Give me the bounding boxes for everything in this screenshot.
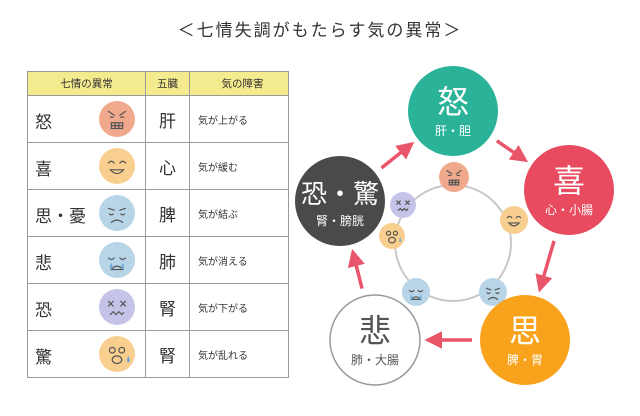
angry-face-icon	[439, 162, 469, 192]
scared-face-icon	[390, 192, 416, 218]
table-header-row: 七情の異常 五臓 気の障害	[27, 71, 289, 96]
emotion-cell: 思・憂	[27, 189, 146, 237]
emotion-table: 七情の異常 五臓 気の障害 怒肝気が上がる喜心気が緩む思・憂脾気が結ぶ悲肺気が消…	[27, 71, 289, 378]
table-row: 悲 肺気が消える	[27, 236, 289, 284]
element-node: 怒肝・胆	[408, 66, 498, 156]
table-row: 恐腎気が下がる	[27, 283, 289, 331]
emotion-face	[99, 336, 135, 372]
cycle-arrow	[380, 141, 415, 170]
organ-cell: 肺	[145, 236, 190, 284]
effect-cell: 気が緩む	[189, 142, 289, 190]
emotion-face	[99, 242, 135, 278]
emotion-label: 恐	[35, 301, 52, 321]
header-effect: 気の障害	[189, 71, 289, 96]
node-organ-label: 肝・胆	[435, 124, 471, 138]
element-node: 思脾・胃	[480, 295, 570, 385]
organ-cell: 腎	[145, 330, 190, 378]
effect-cell: 気が上がる	[189, 95, 289, 143]
shocked-face-icon	[99, 336, 135, 372]
emotion-label: 思・憂	[35, 207, 86, 227]
node-organ-label: 心・小腸	[545, 203, 593, 217]
element-node: 悲肺・大腸	[329, 294, 421, 386]
cycle-arrow	[535, 240, 556, 293]
organ-cell: 肝	[145, 95, 190, 143]
node-organ-label: 脾・胃	[507, 352, 543, 367]
worried-face-icon	[479, 278, 507, 306]
emotion-cell: 悲	[27, 236, 146, 284]
node-organ-label: 肺・大腸	[351, 353, 399, 367]
header-organ: 五臓	[145, 71, 190, 96]
table-row: 思・憂脾気が結ぶ	[27, 189, 289, 237]
emotion-label: 驚	[35, 348, 52, 368]
emotion-face	[99, 195, 135, 231]
node-emotion-label: 恐・驚	[301, 180, 379, 210]
cycle-arrow	[347, 249, 365, 290]
cycle-arrow	[495, 139, 529, 163]
effect-cell: 気が下がる	[189, 283, 289, 331]
happy-face-icon	[99, 148, 135, 184]
organ-cell: 脾	[145, 189, 190, 237]
node-emotion-label: 喜	[553, 162, 585, 200]
angry-face-icon	[99, 101, 135, 137]
worried-face-icon	[99, 195, 135, 231]
node-emotion-label: 思	[509, 312, 541, 350]
shocked-face-icon	[379, 223, 405, 249]
emotion-label: 怒	[35, 113, 52, 133]
element-node: 恐・驚腎・膀胱	[295, 156, 385, 246]
crying-face-icon	[402, 278, 430, 306]
emotion-face	[99, 289, 135, 325]
table-row: 驚 腎気が乱れる	[27, 330, 289, 378]
effect-cell: 気が消える	[189, 236, 289, 284]
organ-cell: 心	[145, 142, 190, 190]
emotion-label: 悲	[35, 254, 52, 274]
emotion-face	[99, 148, 135, 184]
scared-face-icon	[99, 289, 135, 325]
crying-face-icon	[99, 242, 135, 278]
emotion-cell: 怒	[27, 95, 146, 143]
node-organ-label: 腎・膀胱	[316, 213, 364, 228]
node-emotion-label: 怒	[437, 83, 469, 121]
effect-cell: 気が乱れる	[189, 330, 289, 378]
table-row: 怒 肝気が上がる	[27, 95, 289, 143]
element-node: 喜心・小腸	[524, 145, 614, 235]
emotion-label: 喜	[35, 160, 52, 180]
node-emotion-label: 悲	[359, 312, 391, 350]
table-row: 喜 心気が緩む	[27, 142, 289, 190]
emotion-cell: 恐	[27, 283, 146, 331]
happy-face-icon	[500, 206, 528, 234]
page-title: ＜七情失調がもたらす気の異常＞	[177, 21, 463, 41]
emotion-face	[99, 101, 135, 137]
